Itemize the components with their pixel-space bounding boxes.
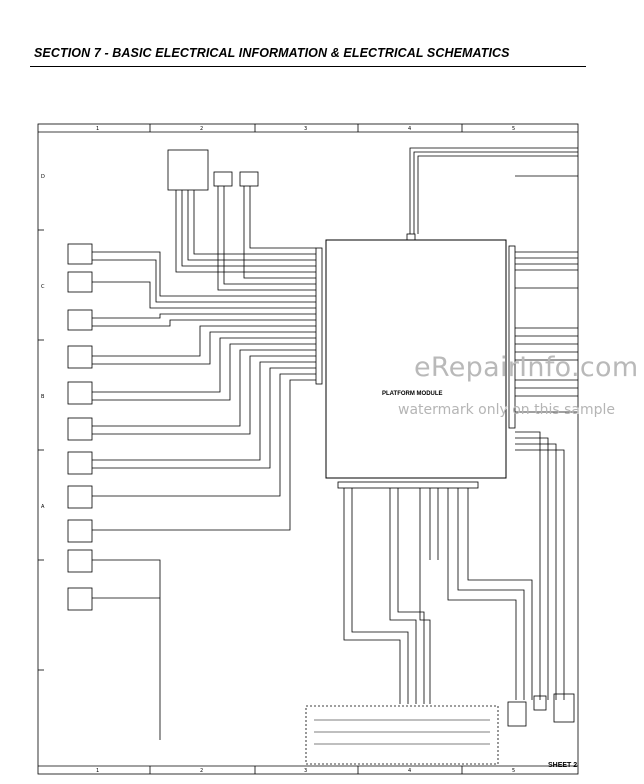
svg-text:3: 3: [304, 768, 307, 774]
svg-text:C: C: [41, 284, 45, 290]
svg-text:3: 3: [304, 126, 307, 132]
svg-text:B: B: [41, 394, 45, 400]
watermark-site: eRepairInfo.com: [414, 352, 639, 383]
section-title: SECTION 7 - BASIC ELECTRICAL INFORMATION…: [34, 46, 510, 60]
svg-text:1: 1: [96, 126, 99, 132]
svg-text:D: D: [41, 174, 45, 180]
svg-text:A: A: [41, 504, 45, 510]
svg-text:4: 4: [408, 126, 411, 132]
svg-text:5: 5: [512, 126, 515, 132]
platform-module-label: PLATFORM MODULE: [382, 391, 443, 397]
sheet-label: SHEET 2: [548, 762, 578, 769]
svg-text:2: 2: [200, 768, 203, 774]
watermark-note: watermark only on this sample: [398, 402, 616, 418]
svg-text:1: 1: [96, 768, 99, 774]
svg-text:5: 5: [512, 768, 515, 774]
svg-text:4: 4: [408, 768, 411, 774]
svg-text:2: 2: [200, 126, 203, 132]
page-header: SECTION 7 - BASIC ELECTRICAL INFORMATION…: [30, 44, 586, 67]
